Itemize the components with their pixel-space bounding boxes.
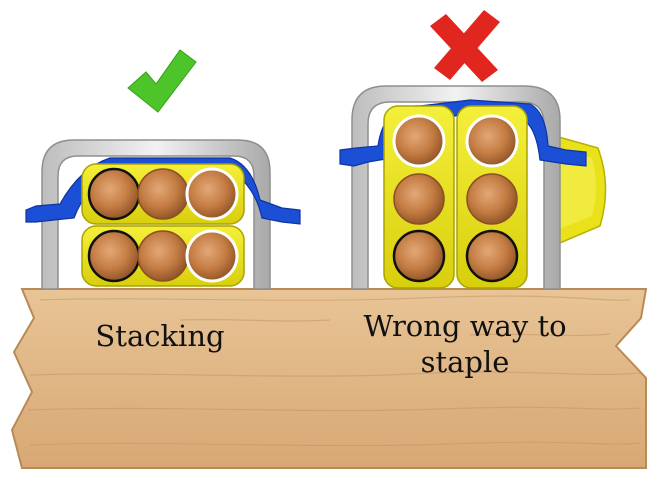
- staple-right: [351, 85, 561, 290]
- cross-icon: [430, 10, 500, 82]
- conductor: [392, 114, 446, 168]
- conductor: [393, 173, 445, 225]
- conductor: [137, 168, 189, 220]
- conductor: [87, 167, 141, 221]
- conductor: [185, 167, 239, 221]
- stacking-label: Stacking: [95, 319, 225, 353]
- wrong-way-label-line1: Wrong way to: [363, 309, 567, 343]
- stacking-example: [25, 49, 301, 290]
- conductor: [392, 229, 446, 283]
- wrong-way-label: Wrong way to staple: [350, 308, 580, 380]
- conductor: [465, 229, 519, 283]
- wrong-way-example: [339, 10, 607, 290]
- conductor: [465, 114, 519, 168]
- wrong-way-label-line2: staple: [420, 345, 510, 379]
- conductor: [466, 173, 518, 225]
- wood-board: [10, 288, 648, 469]
- conductor: [137, 230, 189, 282]
- check-icon: [127, 49, 197, 113]
- staple-left: [41, 139, 271, 290]
- conductor: [185, 229, 239, 283]
- conductor: [87, 229, 141, 283]
